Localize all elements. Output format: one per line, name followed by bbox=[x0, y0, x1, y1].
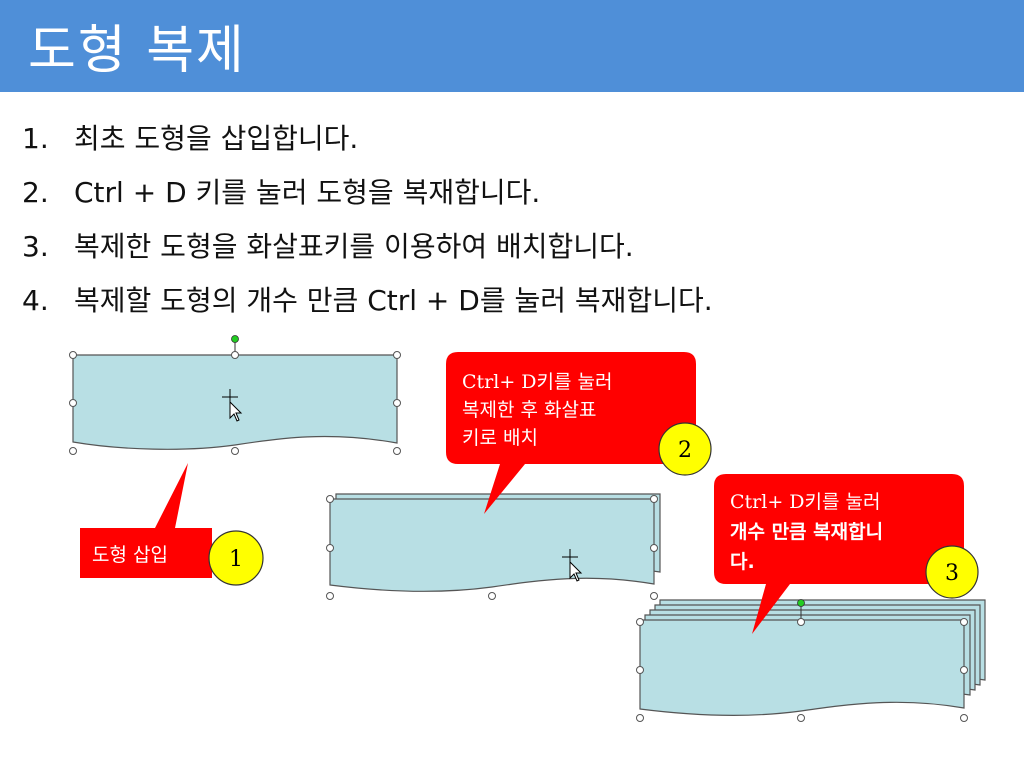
resize-handle-icon[interactable] bbox=[488, 592, 496, 600]
step-text: 복제할 도형의 개수 만큼 Ctrl + D를 눌러 복재합니다. bbox=[74, 284, 713, 317]
resize-handles[interactable] bbox=[69, 351, 401, 455]
resize-handle-icon[interactable] bbox=[69, 399, 77, 407]
resize-handle-icon[interactable] bbox=[960, 618, 968, 626]
step-badge bbox=[925, 545, 979, 599]
step-text: 최초 도형을 삽입합니다. bbox=[74, 122, 359, 155]
duplicated-shapes[interactable] bbox=[326, 493, 661, 600]
step-number: 1. bbox=[22, 122, 49, 155]
callout-repeat-line1: Ctrl+ D키를 눌러 bbox=[730, 491, 881, 513]
step-badge bbox=[658, 422, 712, 476]
resize-handle-icon[interactable] bbox=[326, 495, 334, 503]
callout-duplicate-line3: 키로 배치 bbox=[462, 427, 538, 449]
step-badge-number: 3 bbox=[945, 561, 959, 586]
wave-shape[interactable] bbox=[72, 354, 398, 450]
resize-handle-icon[interactable] bbox=[231, 447, 239, 455]
steps-list: 1. 최초 도형을 삽입합니다. 2. Ctrl + D 키를 눌러 도형을 복재합… bbox=[22, 112, 713, 328]
callout-duplicate-line1: Ctrl+ D키를 눌러 bbox=[462, 371, 613, 393]
resize-handle-icon[interactable] bbox=[69, 351, 77, 359]
step-number: 4. bbox=[22, 284, 49, 317]
resize-handle-icon[interactable] bbox=[393, 399, 401, 407]
callout-repeat-line2: 개수 만큼 복재합니 bbox=[730, 521, 883, 543]
step-item: 4. 복제할 도형의 개수 만큼 Ctrl + D를 눌러 복재합니다. bbox=[22, 274, 713, 328]
step-number: 2. bbox=[22, 176, 49, 209]
callout-insert-text: 도형 삽입 bbox=[92, 544, 168, 566]
callout-repeat-line3: 다. bbox=[730, 551, 755, 573]
callout-bubble bbox=[446, 352, 696, 514]
wave-shape[interactable] bbox=[329, 498, 655, 592]
step-text: Ctrl + D 키를 눌러 도형을 복재합니다. bbox=[74, 176, 541, 209]
resize-handle-icon[interactable] bbox=[650, 592, 658, 600]
move-cursor-icon bbox=[222, 389, 243, 422]
title-bar: 도형 복제 bbox=[0, 0, 1024, 92]
step-item: 3. 복제한 도형을 화살표키를 이용하여 배치합니다. bbox=[22, 220, 713, 274]
resize-handle-icon[interactable] bbox=[69, 447, 77, 455]
resize-handle-icon[interactable] bbox=[326, 592, 334, 600]
resize-handle-icon[interactable] bbox=[636, 666, 644, 674]
step-item: 2. Ctrl + D 키를 눌러 도형을 복재합니다. bbox=[22, 166, 713, 220]
step-item: 1. 최초 도형을 삽입합니다. bbox=[22, 112, 713, 166]
step-number: 3. bbox=[22, 230, 49, 263]
inserted-shape[interactable] bbox=[69, 335, 401, 455]
resize-handle-icon[interactable] bbox=[231, 351, 239, 359]
resize-handle-icon[interactable] bbox=[636, 714, 644, 722]
step-badge-number: 1 bbox=[229, 547, 243, 572]
wave-shape[interactable] bbox=[639, 619, 965, 716]
step-badge-number: 2 bbox=[678, 438, 692, 463]
resize-handle-icon[interactable] bbox=[650, 544, 658, 552]
slide-title: 도형 복제 bbox=[28, 21, 246, 81]
step-text: 복제한 도형을 화살표키를 이용하여 배치합니다. bbox=[74, 230, 634, 263]
callout-duplicate: Ctrl+ D키를 눌러 복제한 후 화살표 키로 배치 2 bbox=[446, 352, 712, 514]
rotation-handle-icon[interactable] bbox=[231, 335, 239, 343]
resize-handle-icon[interactable] bbox=[797, 714, 805, 722]
callout-bubble bbox=[80, 463, 212, 578]
callout-repeat: Ctrl+ D키를 눌러 개수 만큼 복재합니 다. 3 bbox=[714, 474, 979, 634]
step-badge bbox=[208, 530, 264, 586]
resize-handle-icon[interactable] bbox=[636, 618, 644, 626]
resize-handle-icon[interactable] bbox=[393, 351, 401, 359]
stacked-shapes[interactable] bbox=[636, 599, 986, 722]
move-cursor-icon bbox=[562, 549, 583, 582]
resize-handle-icon[interactable] bbox=[326, 544, 334, 552]
resize-handle-icon[interactable] bbox=[960, 666, 968, 674]
rotation-handle-icon[interactable] bbox=[797, 599, 805, 607]
resize-handle-icon[interactable] bbox=[393, 447, 401, 455]
callout-bubble bbox=[714, 474, 964, 634]
resize-handle-icon[interactable] bbox=[650, 495, 658, 503]
resize-handle-icon[interactable] bbox=[797, 618, 805, 626]
resize-handle-icon[interactable] bbox=[960, 714, 968, 722]
callout-insert: 도형 삽입 1 bbox=[80, 463, 264, 586]
callout-duplicate-line2: 복제한 후 화살표 bbox=[462, 399, 596, 421]
